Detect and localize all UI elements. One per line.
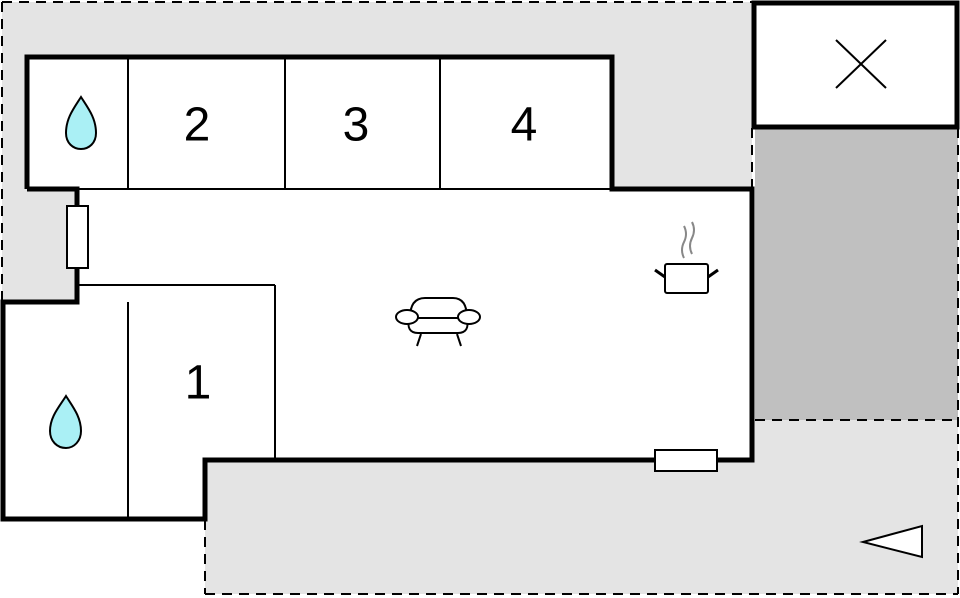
room-1-label: 1 (185, 357, 212, 410)
water-drop-icon (64, 95, 98, 151)
room-2-label: 2 (184, 99, 211, 152)
sofa-icon (395, 297, 481, 347)
outbuilding (751, 0, 960, 130)
room-4-label: 4 (511, 99, 538, 152)
cooking-pot-icon (654, 221, 719, 294)
cross-icon (835, 39, 887, 89)
door (654, 449, 718, 472)
house (0, 54, 755, 522)
entrance-arrow-icon (859, 524, 923, 559)
window (66, 205, 89, 269)
covered-terrace (755, 128, 958, 420)
room-3-label: 3 (343, 99, 370, 152)
water-drop-icon (48, 394, 83, 450)
